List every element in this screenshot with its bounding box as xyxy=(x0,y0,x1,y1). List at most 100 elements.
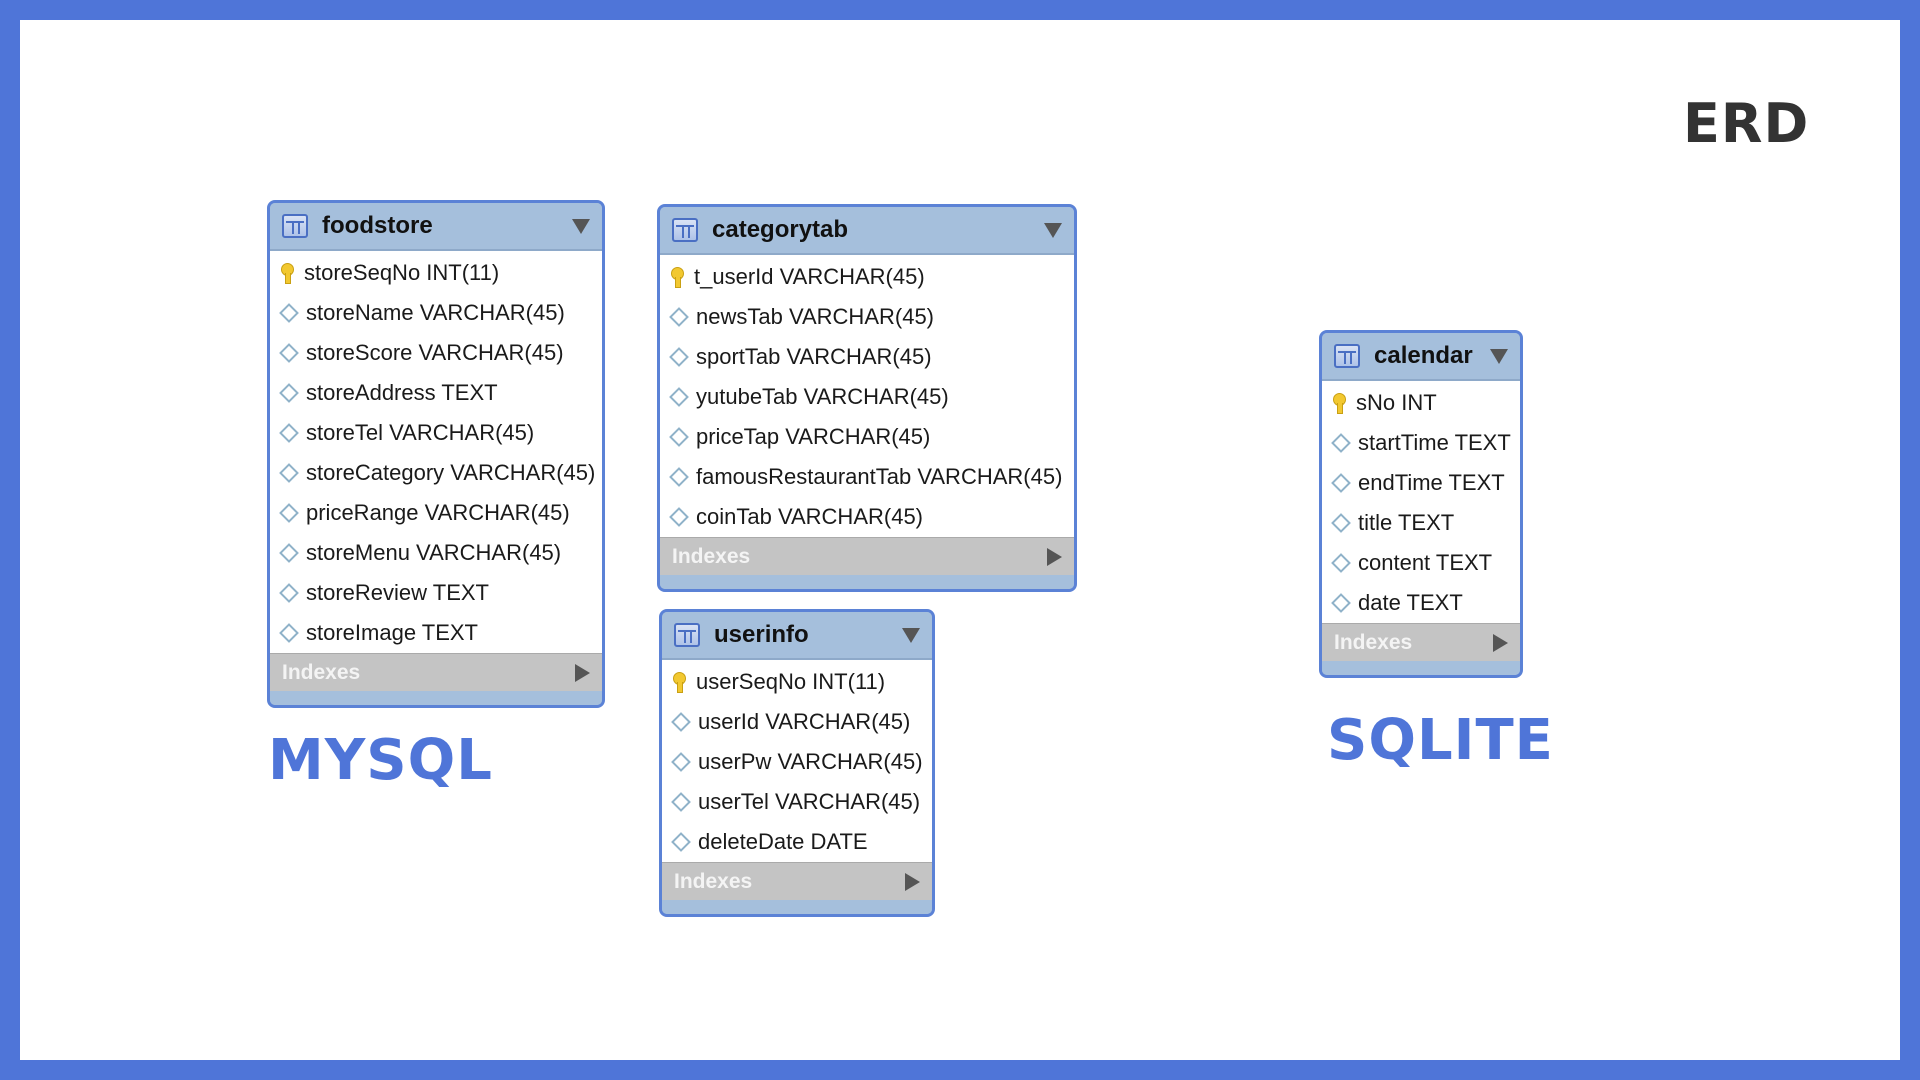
column-text: storeAddress TEXT xyxy=(306,380,498,405)
column-row[interactable]: t_userId VARCHAR(45) xyxy=(660,257,1074,297)
column-text: userPw VARCHAR(45) xyxy=(698,749,923,774)
column-row[interactable]: sportTab VARCHAR(45) xyxy=(660,337,1074,377)
diamond-icon xyxy=(669,307,689,327)
column-row[interactable]: storeReview TEXT xyxy=(270,573,602,613)
table-header[interactable]: foodstore xyxy=(270,203,602,251)
diamond-icon xyxy=(1331,513,1351,533)
indexes-bar[interactable]: Indexes xyxy=(1322,623,1520,661)
play-arrow-icon[interactable] xyxy=(575,663,590,682)
page-title: ERD xyxy=(1683,92,1810,155)
column-text: storeSeqNo INT(11) xyxy=(304,260,500,285)
column-row[interactable]: famousRestaurantTab VARCHAR(45) xyxy=(660,457,1074,497)
play-arrow-icon[interactable] xyxy=(1493,633,1508,652)
diamond-icon xyxy=(669,467,689,487)
column-row[interactable]: storeScore VARCHAR(45) xyxy=(270,333,602,373)
indexes-bar[interactable]: Indexes xyxy=(270,653,602,691)
diamond-icon xyxy=(671,752,691,772)
caret-down-icon[interactable] xyxy=(902,627,920,643)
column-text: newsTab VARCHAR(45) xyxy=(696,304,935,329)
table-categorytab[interactable]: categorytab t_userId VARCHAR(45) newsTab … xyxy=(657,204,1077,592)
column-row[interactable]: deleteDate DATE xyxy=(662,822,932,862)
table-icon xyxy=(674,623,700,647)
column-row[interactable]: userPw VARCHAR(45) xyxy=(662,742,932,782)
column-text: userTel VARCHAR(45) xyxy=(698,789,921,814)
table-icon xyxy=(672,218,698,242)
table-header[interactable]: calendar xyxy=(1322,333,1520,381)
diamond-icon xyxy=(669,427,689,447)
column-text: storeScore VARCHAR(45) xyxy=(306,340,564,365)
table-name: userinfo xyxy=(714,621,809,648)
column-row[interactable]: date TEXT xyxy=(1322,583,1520,623)
diamond-icon xyxy=(279,623,299,643)
diamond-icon xyxy=(1331,433,1351,453)
key-icon xyxy=(670,266,684,288)
column-row[interactable]: priceRange VARCHAR(45) xyxy=(270,493,602,533)
column-row[interactable]: priceTap VARCHAR(45) xyxy=(660,417,1074,457)
table-icon xyxy=(1334,344,1360,368)
caret-down-icon[interactable] xyxy=(572,218,590,234)
mysql-label: MYSQL xyxy=(268,728,493,793)
table-foodstore[interactable]: foodstore storeSeqNo INT(11) storeName VA… xyxy=(267,200,605,708)
column-row[interactable]: yutubeTab VARCHAR(45) xyxy=(660,377,1074,417)
column-row[interactable]: storeName VARCHAR(45) xyxy=(270,293,602,333)
column-text: priceTap VARCHAR(45) xyxy=(696,424,931,449)
table-header[interactable]: categorytab xyxy=(660,207,1074,255)
diamond-icon xyxy=(671,712,691,732)
column-row[interactable]: newsTab VARCHAR(45) xyxy=(660,297,1074,337)
indexes-label: Indexes xyxy=(674,869,753,893)
column-row[interactable]: content TEXT xyxy=(1322,543,1520,583)
column-text: storeTel VARCHAR(45) xyxy=(306,420,535,445)
column-row[interactable]: storeImage TEXT xyxy=(270,613,602,653)
column-text: storeMenu VARCHAR(45) xyxy=(306,540,562,565)
caret-down-icon[interactable] xyxy=(1490,348,1508,364)
column-text: storeCategory VARCHAR(45) xyxy=(306,460,596,485)
column-row[interactable]: userId VARCHAR(45) xyxy=(662,702,932,742)
diamond-icon xyxy=(669,347,689,367)
diamond-icon xyxy=(279,343,299,363)
table-userinfo[interactable]: userinfo userSeqNo INT(11) userId VARCHAR… xyxy=(659,609,935,917)
indexes-bar[interactable]: Indexes xyxy=(660,537,1074,575)
column-text: deleteDate DATE xyxy=(698,829,868,854)
column-text: userId VARCHAR(45) xyxy=(698,709,911,734)
diamond-icon xyxy=(279,543,299,563)
column-row[interactable]: coinTab VARCHAR(45) xyxy=(660,497,1074,537)
column-row[interactable]: startTime TEXT xyxy=(1322,423,1520,463)
column-text: date TEXT xyxy=(1358,590,1463,615)
column-text: content TEXT xyxy=(1358,550,1493,575)
column-row[interactable]: storeCategory VARCHAR(45) xyxy=(270,453,602,493)
play-arrow-icon[interactable] xyxy=(1047,547,1062,566)
indexes-label: Indexes xyxy=(1334,630,1413,654)
table-footer xyxy=(270,691,602,705)
play-arrow-icon[interactable] xyxy=(905,872,920,891)
column-list: storeSeqNo INT(11) storeName VARCHAR(45) s… xyxy=(270,251,602,653)
column-text: sNo INT xyxy=(1356,390,1437,415)
table-name: foodstore xyxy=(322,212,433,239)
indexes-label: Indexes xyxy=(282,660,361,684)
column-row[interactable]: endTime TEXT xyxy=(1322,463,1520,503)
column-row[interactable]: storeAddress TEXT xyxy=(270,373,602,413)
column-row[interactable]: userTel VARCHAR(45) xyxy=(662,782,932,822)
column-text: title TEXT xyxy=(1358,510,1455,535)
key-icon xyxy=(280,262,294,284)
indexes-bar[interactable]: Indexes xyxy=(662,862,932,900)
key-icon xyxy=(672,671,686,693)
caret-down-icon[interactable] xyxy=(1044,222,1062,238)
column-text: t_userId VARCHAR(45) xyxy=(694,264,925,289)
column-text: storeReview TEXT xyxy=(306,580,489,605)
diamond-icon xyxy=(671,832,691,852)
diamond-icon xyxy=(279,503,299,523)
table-header[interactable]: userinfo xyxy=(662,612,932,660)
sqlite-label: SQLITE xyxy=(1327,708,1554,773)
column-row[interactable]: userSeqNo INT(11) xyxy=(662,662,932,702)
column-row[interactable]: storeSeqNo INT(11) xyxy=(270,253,602,293)
table-name: categorytab xyxy=(712,216,849,243)
column-list: userSeqNo INT(11) userId VARCHAR(45) userP… xyxy=(662,660,932,862)
diamond-icon xyxy=(279,583,299,603)
diamond-icon xyxy=(669,507,689,527)
column-row[interactable]: storeTel VARCHAR(45) xyxy=(270,413,602,453)
column-row[interactable]: storeMenu VARCHAR(45) xyxy=(270,533,602,573)
column-row[interactable]: sNo INT xyxy=(1322,383,1520,423)
column-row[interactable]: title TEXT xyxy=(1322,503,1520,543)
